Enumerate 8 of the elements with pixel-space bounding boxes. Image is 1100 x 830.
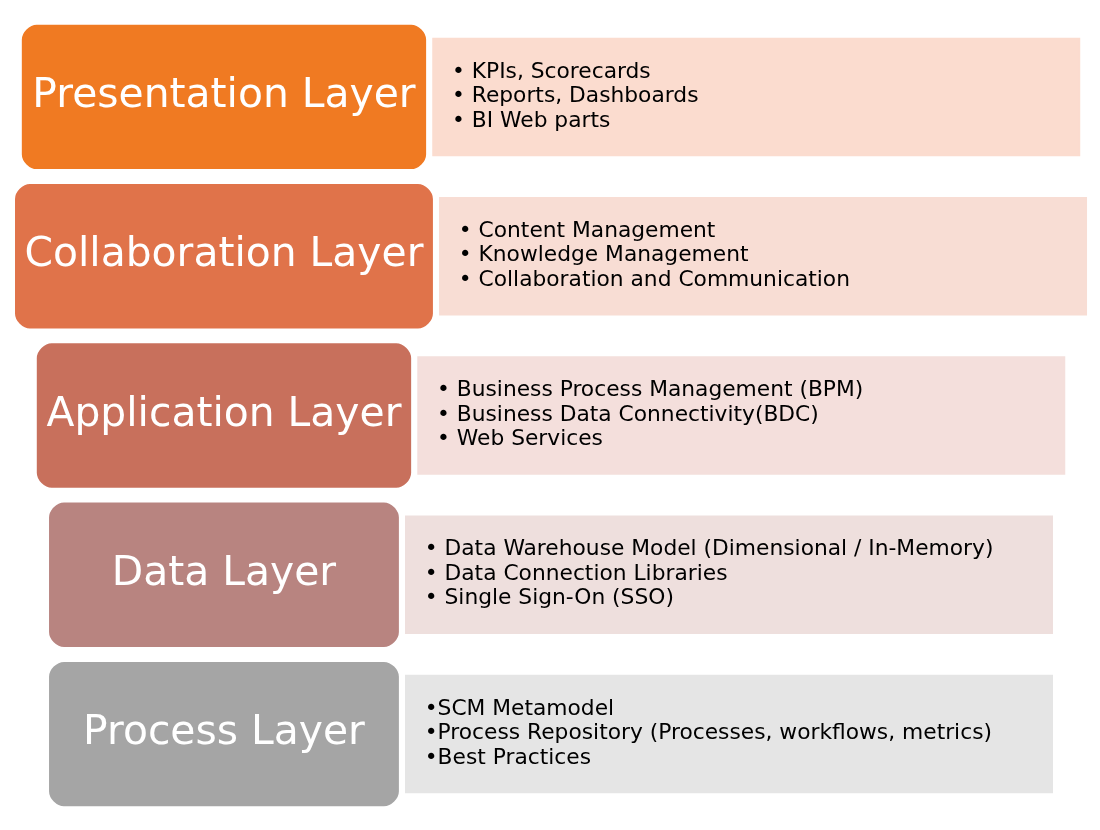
node-box: • KPIs, Scorecards • Reports, Dashboards • BI Web parts xyxy=(432,37,1081,156)
node-box: • Data Warehouse Model (Dimensional / In-Memory) • Data Connection Libraries • Single Sign-On (SSO) xyxy=(405,515,1053,634)
node-box: •SCM Metamodel •Process Repository (Processes, workflows, metrics) •Best Practices xyxy=(405,674,1053,793)
node-box: Data Layer xyxy=(46,499,402,650)
node-box: • Content Management • Knowledge Management • Collaboration and Communication xyxy=(439,196,1088,315)
node-box: Presentation Layer xyxy=(19,21,429,172)
node-box: • Business Process Management (BPM) • Business Data Connectivity(BDC) • Web Services xyxy=(417,355,1066,475)
node-box: Application Layer xyxy=(34,340,414,490)
